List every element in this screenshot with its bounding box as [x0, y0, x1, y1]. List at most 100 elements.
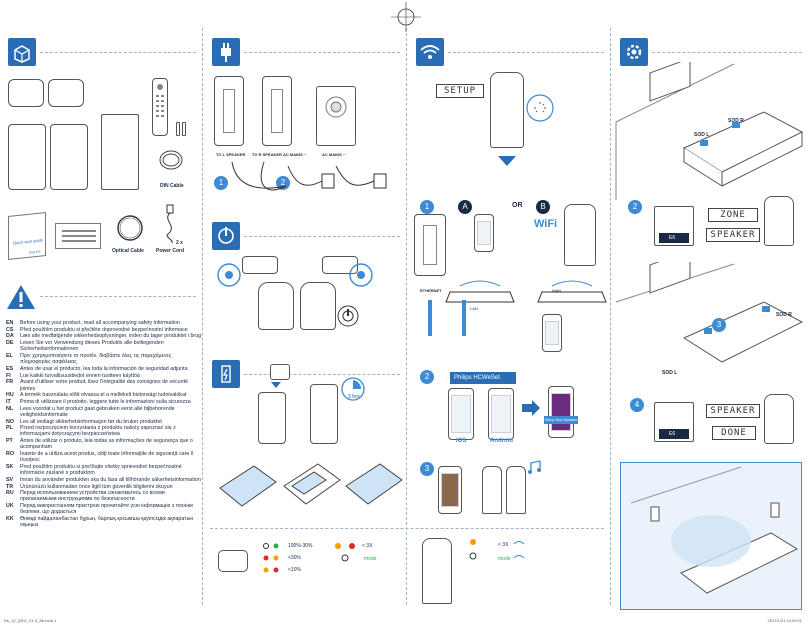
speaker-status-front	[422, 538, 452, 604]
phone-icon-2	[542, 314, 562, 352]
step-2-badge: 2	[276, 176, 290, 190]
remote-panel-2: E6	[654, 402, 694, 442]
speaker-tall-right	[50, 124, 88, 190]
safety-warning-item: DA Læs alle medfølgende sikkerhedsoplysni…	[6, 333, 202, 339]
ac-mains-label-2: AC MAINS ~	[322, 152, 346, 157]
app-title-bar: Philips HCWeSet	[450, 372, 516, 384]
setup-display: SETUP	[436, 84, 484, 98]
column-divider	[202, 28, 203, 605]
wan-label: WAN	[552, 288, 562, 293]
language-code: UK	[6, 503, 14, 510]
mode-label: mode	[364, 556, 377, 562]
warning-text: Antes de usar el producto, lea toda la i…	[20, 365, 188, 372]
warning-text: Antes de utilizar o produto, leia todas …	[20, 438, 193, 451]
surround-room-illustration	[620, 462, 802, 610]
status-rule	[210, 528, 604, 529]
option-b-badge: B	[536, 200, 550, 214]
safety-warning-item: EL Πριν χρησιμοποιήσετε το προϊόν, διαβάσ…	[6, 353, 202, 365]
language-code: SV	[6, 476, 14, 483]
status-led-icons	[263, 543, 279, 573]
android-phone	[488, 388, 514, 440]
power-button-zoom-icon-2	[349, 263, 373, 287]
speaker-top-view	[242, 256, 278, 274]
din-cable-label: DIN Cable	[160, 183, 184, 189]
to-l-speaker-label: TO L SPEAKER	[216, 152, 246, 157]
safety-leaflet	[55, 223, 101, 249]
status-led-icons-2	[469, 539, 477, 560]
header-rule	[244, 374, 400, 375]
speaker-charging-2	[310, 384, 338, 444]
wifi-small-icon	[513, 541, 525, 559]
warning-text: Prima di utilizzare il prodotto, leggere…	[20, 398, 191, 405]
optical-cable-icon	[117, 215, 143, 241]
language-code: RU	[6, 490, 14, 497]
safety-warning-item: FI Lue kaikki turvallisuustiedot ennen tu…	[6, 373, 202, 379]
right-arrow-icon	[522, 400, 540, 416]
header-rule	[448, 52, 604, 53]
step-2-badge: 2	[420, 370, 434, 384]
warning-text: Өнімді пайдаланбастан бұрын, барлық қосы…	[20, 516, 194, 529]
warning-text: Przed rozpoczęciem korzystania z produkt…	[20, 425, 176, 438]
speaker-playing	[482, 466, 502, 514]
warning-text: Les all vedlagt sikkerhetsinformasjon fø…	[20, 418, 162, 425]
battery-low-label: <10%	[288, 567, 301, 573]
blinking-led-icon	[526, 94, 554, 122]
language-code: EL	[6, 353, 13, 360]
step-3-badge: 3	[712, 318, 726, 332]
warning-text: Before using your product, read all acco…	[20, 320, 180, 326]
language-code: FI	[6, 372, 11, 379]
step-2-badge: 2	[628, 200, 642, 214]
warning-text: Lesen Sie vor Verwendung dieses Produkts…	[20, 340, 164, 353]
sod-l-label: SOD L	[694, 132, 710, 138]
language-code: HU	[6, 392, 14, 399]
setup-phone	[548, 386, 574, 438]
din-cable-icon	[159, 150, 183, 170]
footer-right: 2017/1/21 10:03:01	[767, 618, 802, 623]
phone-icon	[474, 214, 494, 252]
or-label: OR	[512, 202, 523, 209]
router-icon-2	[537, 280, 607, 303]
header-rule	[244, 52, 400, 53]
speaker-wifi	[564, 204, 596, 266]
step-1-badge: 1	[420, 200, 434, 214]
down-arrow-icon	[498, 156, 516, 166]
header-rule	[40, 52, 196, 53]
ethernet-cable-icon	[428, 300, 466, 336]
speaker-top-left	[8, 79, 44, 107]
power-cord-icon	[166, 204, 174, 244]
speaker-status-view	[218, 550, 248, 572]
warning-text: Lue kaikki turvallisuustiedot ennen tuot…	[20, 372, 140, 379]
warning-text: Avant d'utiliser votre produit, lisez l'…	[20, 379, 188, 392]
speaker-settings	[764, 196, 794, 246]
speaker-display: SPEAKER	[706, 228, 760, 242]
language-code: DE	[6, 340, 14, 347]
warning-text: Pred použitím produktu si prečítajte vše…	[20, 463, 182, 477]
ios-phone	[448, 388, 474, 440]
wifi-icon	[416, 38, 444, 66]
speaker-settings-2	[764, 394, 794, 444]
warning-text: Înainte de a utiliza acest produs, citiţ…	[20, 451, 194, 464]
footer-left: Ds_12_QSG_V1.0_Ab.indd 1	[4, 618, 57, 623]
language-code: NL	[6, 405, 14, 412]
warning-text: Πριν χρησιμοποιήσετε το προϊόν, διαβάστε…	[20, 353, 172, 366]
warning-text: Перед использованием устройства ознакомь…	[20, 490, 165, 503]
press-times-label: < 3X	[362, 543, 373, 549]
warning-text: Læs alle medfølgende sikkerhedsoplysning…	[20, 333, 202, 340]
e6-label: E6	[669, 235, 676, 241]
optical-cable-label: Optical Cable	[112, 248, 144, 254]
clock-icon	[341, 377, 365, 401]
language-code: SK	[6, 463, 14, 470]
sod-r-label-2: SOD R	[776, 312, 792, 318]
setup-new-speaker-button[interactable]: Setup New Speaker	[544, 416, 578, 424]
charge-icon	[212, 360, 240, 388]
ethernet-label: ETHERNET	[420, 288, 442, 293]
language-code: DA	[6, 333, 14, 340]
gear-icon	[620, 38, 648, 66]
